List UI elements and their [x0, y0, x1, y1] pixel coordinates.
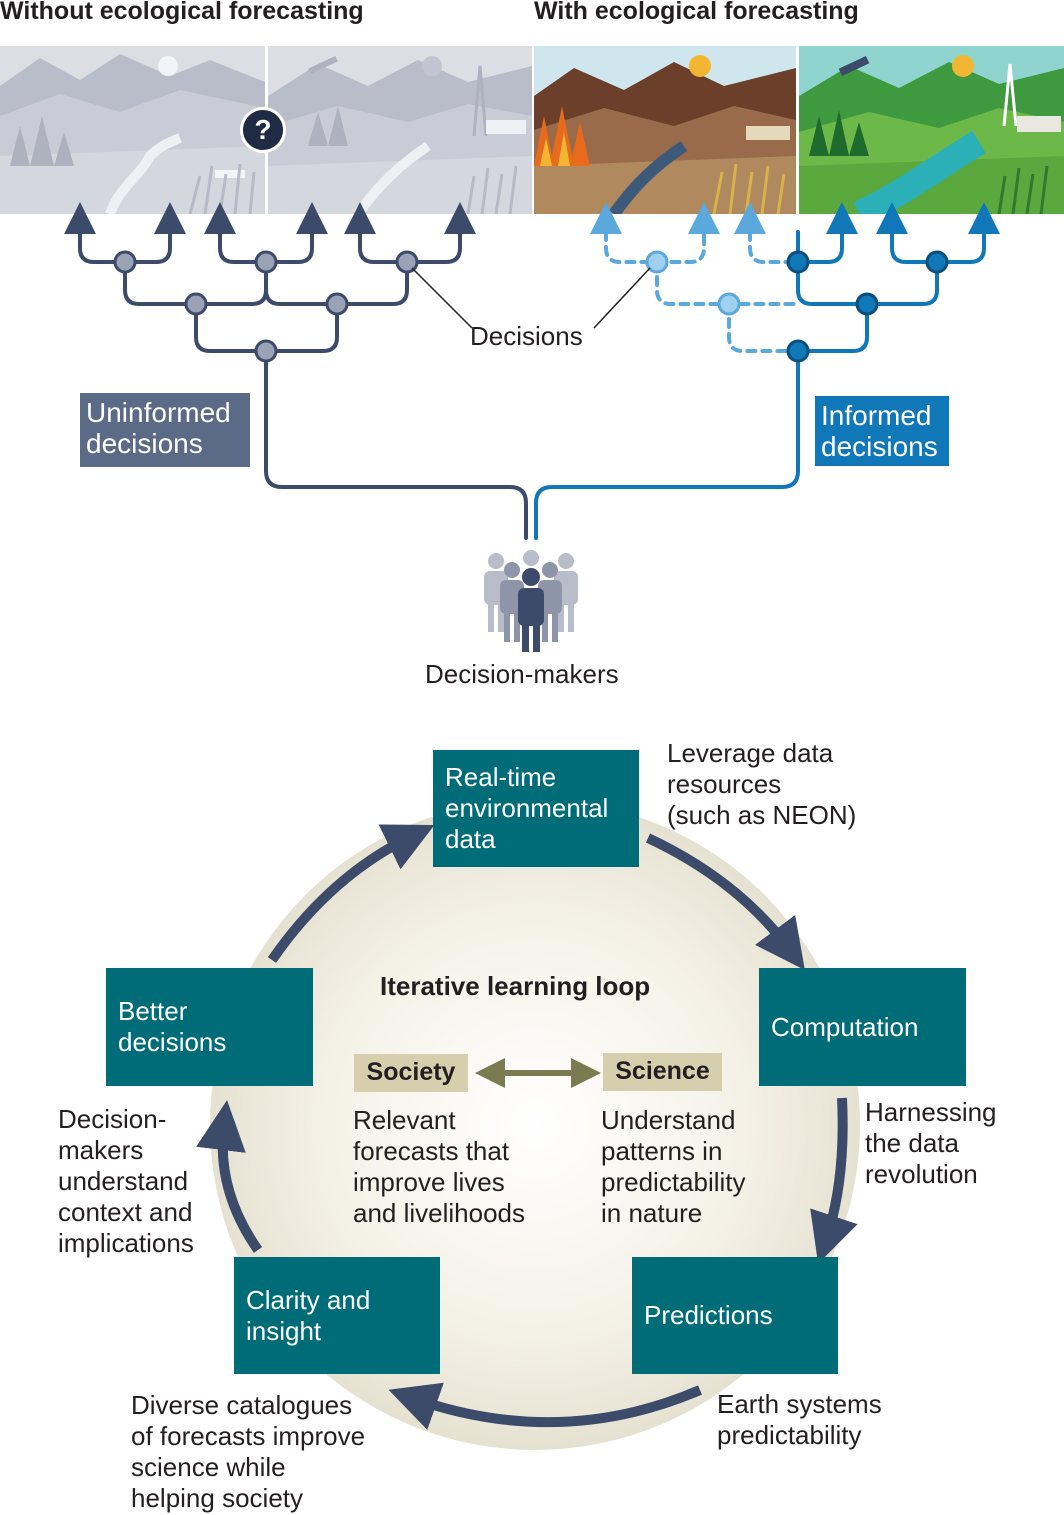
decision-makers-label: Decision-makers	[425, 659, 619, 689]
uninformed-decision-nodes	[113, 250, 419, 363]
informed-tree-dashed-arrows	[590, 202, 766, 236]
box-clarity-insight: Clarity and insight	[234, 1257, 440, 1374]
unknown-outcome-badge: ?	[240, 107, 286, 153]
landscape-panel-uninformed-1	[0, 46, 265, 214]
box-predictions: Predictions	[632, 1257, 838, 1374]
society-text: Relevant forecasts that improve lives an…	[353, 1105, 526, 1228]
decisions-pointer-lines	[411, 267, 651, 329]
science-text: Understand patterns in predictability in…	[601, 1105, 746, 1228]
landscape-panel-uninformed-2	[268, 46, 532, 214]
heading-with-forecasting: With ecological forecasting	[534, 0, 859, 25]
box-better-decisions: Better decisions	[106, 968, 313, 1086]
note-decision-makers-understand: Decision- makers understand context and …	[58, 1104, 194, 1258]
society-tag: Society	[354, 1054, 468, 1092]
box-computation: Computation	[759, 968, 966, 1086]
informed-decision-nodes	[645, 250, 949, 363]
loop-arrows	[196, 824, 858, 1430]
landscape-panel-fire	[534, 46, 796, 214]
decision-tree-diagram	[64, 202, 1000, 652]
landscape-panel-healthy	[799, 46, 1064, 214]
science-tag: Science	[603, 1053, 722, 1091]
box-realtime-data: Real-time environmental data	[433, 750, 639, 867]
note-earth-systems: Earth systems predictability	[717, 1389, 882, 1450]
note-leverage-data: Leverage data resources (such as NEON)	[667, 738, 857, 830]
informed-decisions-label: Informed decisions	[815, 396, 949, 466]
note-harnessing-data: Harnessing the data revolution	[865, 1097, 997, 1189]
uninformed-decisions-label: Uninformed decisions	[80, 393, 250, 467]
decision-makers-icon	[484, 550, 578, 652]
decisions-label: Decisions	[470, 321, 583, 351]
loop-title: Iterative learning loop	[380, 971, 651, 1001]
heading-without-forecasting: Without ecological forecasting	[0, 0, 364, 25]
note-diverse-catalogues: Diverse catalogues of forecasts improve …	[131, 1390, 366, 1513]
